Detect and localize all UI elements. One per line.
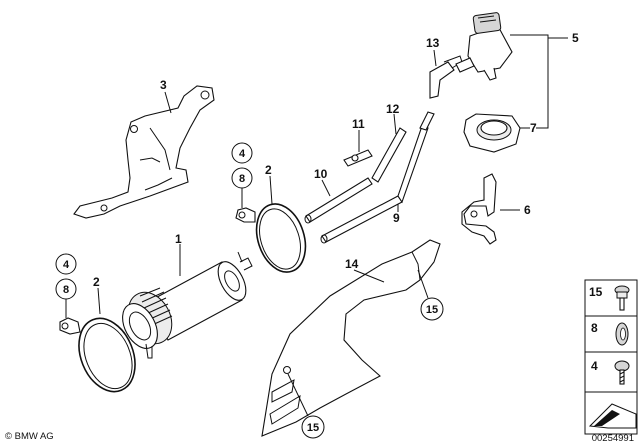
leader-12 [393, 113, 397, 135]
legend-label-8: 8 [591, 321, 598, 335]
callout-15-lower: 15 [307, 422, 319, 434]
clamp-lower-part [59, 317, 136, 393]
callout-4-upper: 4 [239, 148, 246, 160]
leader-5-7 [510, 34, 549, 129]
leader-13 [433, 49, 437, 67]
leader-15-lower [287, 373, 309, 417]
callout-5: 5 [572, 31, 579, 45]
clamp-upper-part [235, 203, 307, 273]
valve-5-part [455, 12, 513, 81]
callout-6: 6 [524, 203, 531, 217]
callout-12: 12 [386, 102, 400, 116]
elbow-13-part [429, 55, 463, 99]
bolt-15-icon [614, 285, 630, 311]
leader-2-upper [269, 175, 273, 205]
callout-8-lower: 8 [63, 284, 69, 296]
connector-11-part [343, 149, 373, 167]
hose-12-part [371, 127, 407, 183]
callout-13: 13 [426, 36, 440, 50]
mount-ring-7-part [463, 113, 521, 153]
hose-10-part [304, 177, 373, 224]
document-number: 00254991 [591, 433, 634, 444]
callout-1: 1 [175, 232, 182, 246]
leader-14 [353, 269, 385, 283]
callout-circle-15-lower [301, 415, 325, 439]
graphic-icon [588, 403, 637, 429]
callout-2-lower: 2 [93, 275, 100, 289]
copyright-text: © BMW AG [5, 431, 54, 442]
callout-14: 14 [345, 257, 359, 271]
callout-2-upper: 2 [265, 163, 272, 177]
callout-10: 10 [314, 167, 328, 181]
bracket-part [73, 85, 215, 219]
legend-label-4: 4 [591, 359, 598, 373]
callout-circle-4-upper [231, 142, 253, 164]
leader-10 [321, 179, 331, 197]
hose-9-part [320, 111, 435, 244]
canister-part [122, 251, 253, 359]
callout-11: 11 [352, 117, 365, 131]
callout-3: 3 [160, 78, 167, 92]
leader-2-lower [97, 287, 101, 315]
callout-15-upper: 15 [426, 304, 438, 316]
callout-circle-4-lower [55, 253, 77, 275]
washer-8-icon [615, 322, 629, 346]
bracket-6-part [461, 173, 497, 245]
callout-9: 9 [393, 211, 400, 225]
leader-15-upper [417, 269, 429, 299]
callout-4-lower: 4 [63, 259, 70, 271]
callout-circle-15-upper [420, 297, 444, 321]
leader-3 [164, 91, 172, 114]
legend-label-15: 15 [589, 285, 603, 299]
screw-4-icon [614, 360, 630, 385]
callout-8-upper: 8 [239, 173, 245, 185]
callout-7: 7 [530, 121, 537, 135]
